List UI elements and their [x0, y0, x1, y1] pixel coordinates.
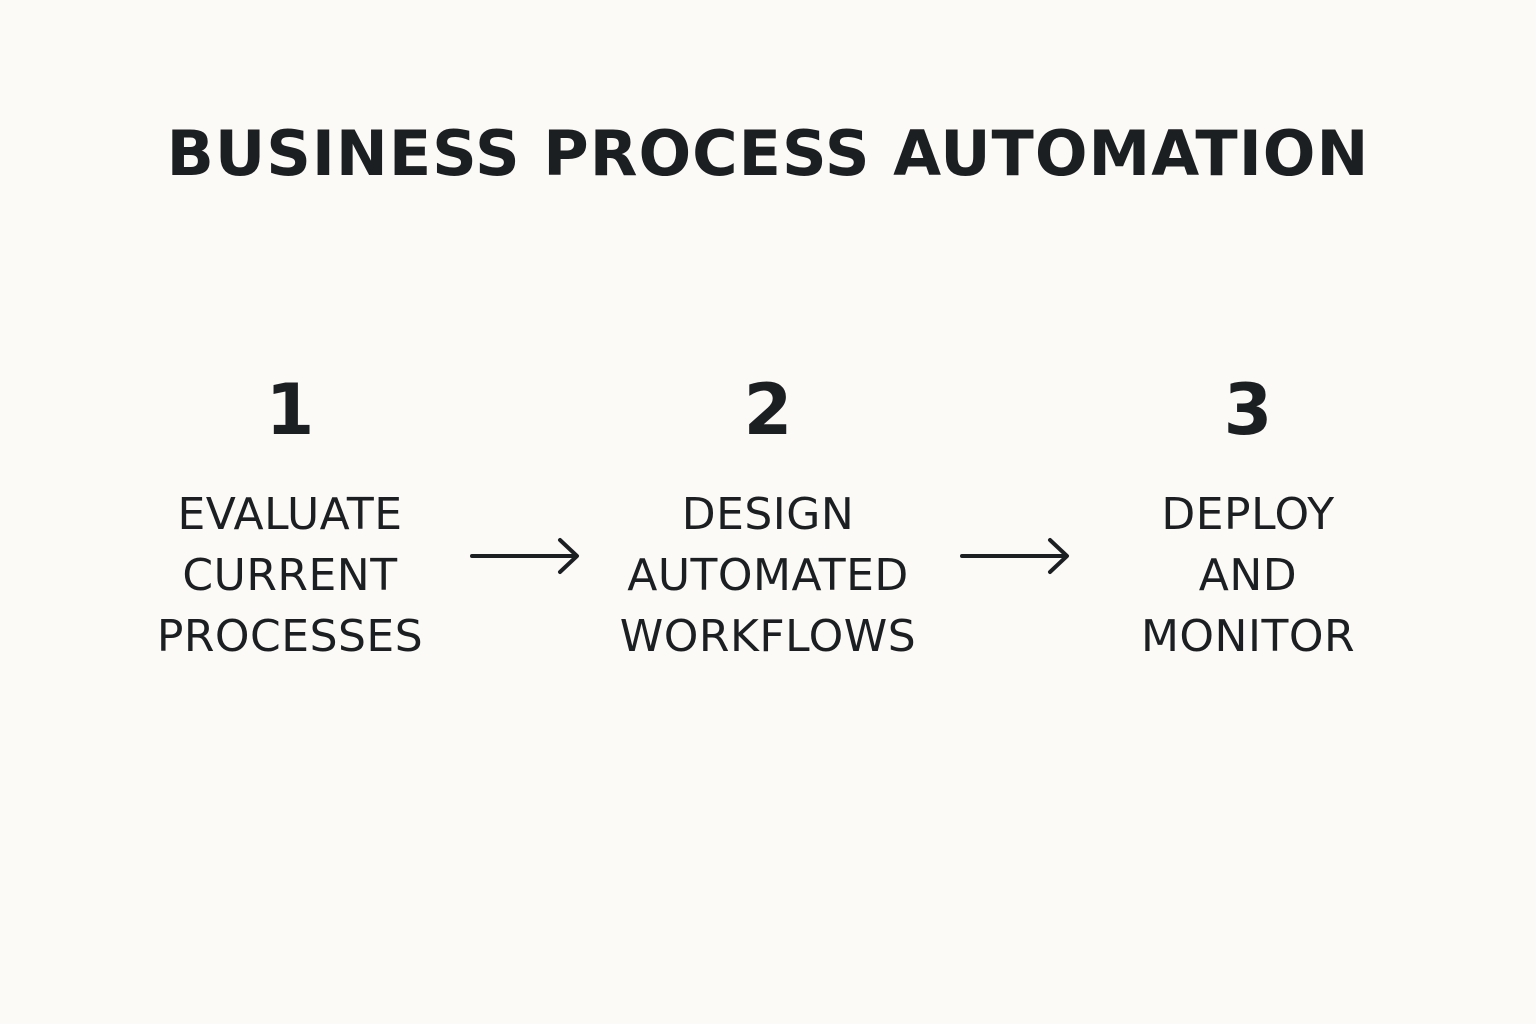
- step-number: 3: [1223, 369, 1273, 451]
- step-label-line: PROCESSES: [156, 611, 424, 662]
- step-label-line: AND: [1198, 550, 1298, 601]
- step-3: 3 DEPLOY AND MONITOR: [1058, 366, 1438, 667]
- step-number: 2: [743, 369, 793, 451]
- step-label-line: DEPLOY: [1161, 489, 1335, 540]
- step-label: DEPLOY AND MONITOR: [1058, 484, 1438, 667]
- step-label-line: AUTOMATED: [627, 550, 909, 601]
- diagram-title: BUSINESS PROCESS AUTOMATION: [166, 117, 1370, 190]
- step-label-line: DESIGN: [681, 489, 855, 540]
- step-label: EVALUATE CURRENT PROCESSES: [100, 484, 480, 667]
- right-arrow-icon: [470, 538, 579, 574]
- step-label-line: MONITOR: [1140, 611, 1356, 662]
- step-label-line: CURRENT: [182, 550, 398, 601]
- right-arrow-icon: [960, 538, 1069, 574]
- step-label: DESIGN AUTOMATED WORKFLOWS: [578, 484, 958, 667]
- step-1: 1 EVALUATE CURRENT PROCESSES: [100, 366, 480, 667]
- step-number: 1: [265, 369, 315, 451]
- step-label-line: EVALUATE: [177, 489, 403, 540]
- step-label-line: WORKFLOWS: [619, 611, 917, 662]
- step-2: 2 DESIGN AUTOMATED WORKFLOWS: [578, 366, 958, 667]
